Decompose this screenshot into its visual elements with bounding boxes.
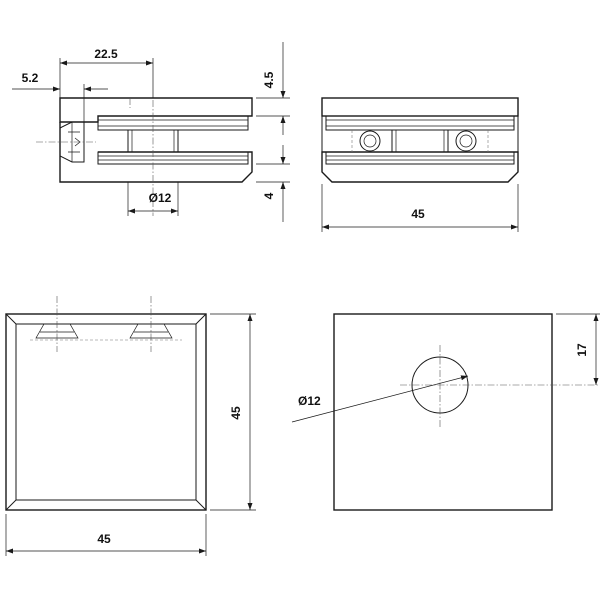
top-screw-right [129, 323, 173, 339]
top-view-outline [5, 313, 207, 511]
top-view: 45 45 [5, 296, 256, 556]
dim-top-width-label: 45 [97, 532, 111, 546]
dim-5-2-label: 5.2 [22, 71, 39, 85]
front-bottom-plate [321, 151, 519, 183]
top-view-inner [15, 323, 197, 501]
dim-22-5-label: 22.5 [94, 47, 118, 61]
dim-front-width-label: 45 [411, 207, 425, 221]
side-bottom-groove [97, 151, 249, 165]
front-top-plate [321, 97, 519, 117]
front-screw-left [359, 130, 381, 152]
dim-top-height-label: 45 [229, 406, 243, 420]
side-view: 22.5 5.2 Ø12 4.5 4 [12, 42, 290, 222]
dim-plate-hole-label: Ø12 [298, 394, 321, 408]
side-top-groove [97, 115, 249, 131]
dim-4-label: 4 [262, 192, 276, 199]
top-screw-left [35, 323, 79, 339]
side-view-outline [59, 97, 253, 123]
plate-view: Ø12 17 [291, 313, 600, 511]
front-center-block [391, 129, 449, 153]
dim-plate-offset-label: 17 [575, 343, 589, 357]
plate-outline [333, 313, 553, 511]
front-view: 45 [321, 97, 519, 232]
front-screw-right [455, 130, 477, 152]
dim-4-5-label: 4.5 [262, 71, 276, 88]
dim-side-hole-label: Ø12 [149, 191, 172, 205]
